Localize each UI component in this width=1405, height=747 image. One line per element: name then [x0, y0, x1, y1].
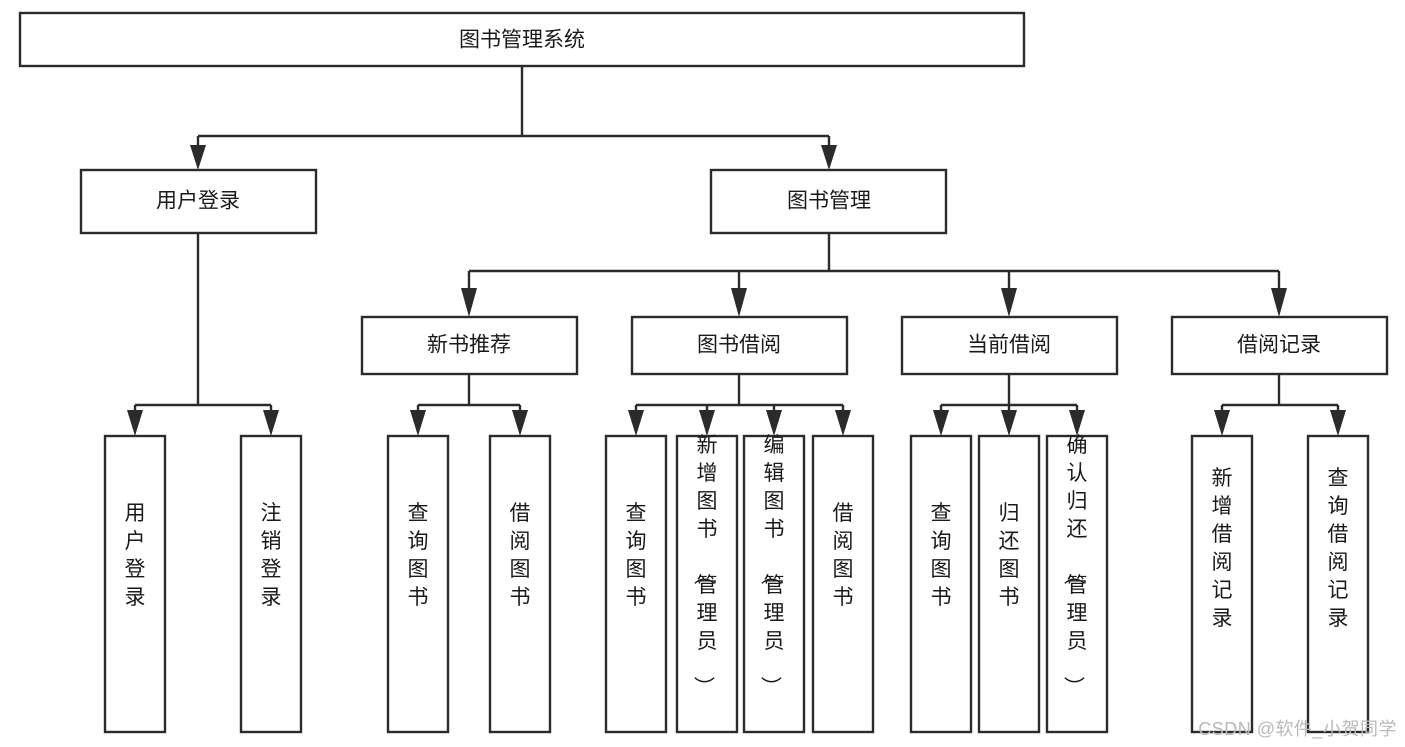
arrow-head-book-borrow: [731, 288, 747, 317]
arrow-head-leaf-logout: [263, 410, 279, 436]
node-leaf-user-login[interactable]: 用户登录: [103, 434, 167, 734]
arrow-head-borrow-record: [1271, 288, 1287, 317]
node-borrow-record[interactable]: 借阅记录: [1170, 315, 1389, 376]
node-leaf-borrow-book-1-box[interactable]: [488, 434, 552, 734]
arrow-head-current-borrow: [1001, 288, 1017, 317]
node-leaf-query-book-3-label: 查询图书: [931, 502, 952, 609]
watermark-text: CSDN @软件_小贺同学: [1198, 719, 1397, 739]
node-borrow-record-box[interactable]: [1170, 315, 1389, 376]
node-leaf-borrow-book-1-label: 借阅图书: [510, 502, 531, 609]
node-leaf-edit-book-label: 编辑图书（管理员）: [759, 434, 785, 697]
node-user-login-label: 用户登录: [156, 190, 240, 213]
node-book-management-box[interactable]: [709, 168, 948, 235]
node-leaf-query-book-2-box[interactable]: [604, 434, 668, 734]
node-current-borrow-box[interactable]: [900, 315, 1119, 376]
node-leaf-query-record-box[interactable]: [1306, 434, 1370, 734]
node-leaf-query-book-2-label: 查询图书: [626, 502, 647, 609]
node-leaf-logout-box[interactable]: [239, 434, 303, 734]
node-leaf-add-record-box[interactable]: [1190, 434, 1254, 734]
arrow-head-leaf-borrow-book-1: [512, 410, 528, 436]
node-leaf-confirm-return-label: 确认归还（管理员）: [1062, 434, 1088, 697]
node-leaf-return-book-box[interactable]: [977, 434, 1041, 734]
node-leaf-query-book-2[interactable]: 查询图书: [604, 434, 668, 734]
arrow-head-leaf-query-book-3: [933, 410, 949, 436]
node-root-label: 图书管理系统: [459, 29, 585, 52]
node-book-borrow[interactable]: 图书借阅: [630, 315, 849, 376]
node-current-borrow[interactable]: 当前借阅: [900, 315, 1119, 376]
node-leaf-confirm-return-box[interactable]: [1045, 434, 1109, 734]
node-leaf-query-book-1-box[interactable]: [386, 434, 450, 734]
node-leaf-logout-label: 注销登录: [261, 502, 282, 609]
node-leaf-query-book-3[interactable]: 查询图书: [909, 434, 973, 734]
node-user-login[interactable]: 用户登录: [79, 168, 318, 235]
arrow-head-leaf-confirm-return: [1069, 410, 1085, 436]
node-book-borrow-label: 图书借阅: [697, 334, 781, 357]
node-leaf-add-book[interactable]: 新增图书（管理员）: [675, 434, 739, 734]
node-leaf-user-login-label: 用户登录: [125, 502, 146, 609]
node-leaf-add-book-label: 新增图书（管理员）: [692, 434, 718, 697]
node-root[interactable]: 图书管理系统: [18, 11, 1026, 68]
node-leaf-return-book[interactable]: 归还图书: [977, 434, 1041, 734]
node-leaf-query-book-1-label: 查询图书: [408, 502, 429, 609]
arrow-head-new-book-recommend: [461, 288, 477, 317]
node-leaf-user-login-box[interactable]: [103, 434, 167, 734]
node-leaf-add-record-label: 新增借阅记录: [1212, 467, 1233, 630]
node-leaf-confirm-return[interactable]: 确认归还（管理员）: [1045, 434, 1109, 734]
arrow-head-user-login: [190, 145, 206, 170]
arrow-head-leaf-query-record: [1330, 410, 1346, 436]
node-new-book-recommend-box[interactable]: [360, 315, 579, 376]
arrow-head-leaf-query-book-2: [628, 410, 644, 436]
arrow-head-leaf-edit-book: [766, 410, 782, 436]
node-root-box[interactable]: [18, 11, 1026, 68]
node-book-management-label: 图书管理: [787, 190, 871, 213]
arrow-head-leaf-return-book: [1001, 410, 1017, 436]
node-leaf-borrow-book-2[interactable]: 借阅图书: [811, 434, 875, 734]
node-leaf-query-book-3-box[interactable]: [909, 434, 973, 734]
node-leaf-edit-book[interactable]: 编辑图书（管理员）: [742, 434, 806, 734]
node-leaf-query-record-label: 查询借阅记录: [1328, 467, 1349, 630]
node-book-borrow-box[interactable]: [630, 315, 849, 376]
arrow-head-leaf-query-book-1: [410, 410, 426, 436]
node-book-management[interactable]: 图书管理: [709, 168, 948, 235]
node-leaf-return-book-label: 归还图书: [999, 502, 1020, 609]
node-leaf-borrow-book-2-box[interactable]: [811, 434, 875, 734]
node-leaf-query-record[interactable]: 查询借阅记录: [1306, 434, 1370, 734]
node-leaf-borrow-book-1[interactable]: 借阅图书: [488, 434, 552, 734]
node-leaf-logout[interactable]: 注销登录: [239, 434, 303, 734]
node-new-book-recommend-label: 新书推荐: [427, 334, 511, 357]
node-leaf-edit-book-box[interactable]: [742, 434, 806, 734]
arrow-head-leaf-add-book: [699, 410, 715, 436]
connector-layer: [127, 66, 1346, 436]
arrow-head-leaf-user-login: [127, 410, 143, 436]
node-borrow-record-label: 借阅记录: [1237, 334, 1321, 357]
node-new-book-recommend[interactable]: 新书推荐: [360, 315, 579, 376]
node-leaf-add-book-box[interactable]: [675, 434, 739, 734]
node-user-login-box[interactable]: [79, 168, 318, 235]
arrow-head-leaf-borrow-book-2: [835, 410, 851, 436]
node-current-borrow-label: 当前借阅: [967, 334, 1051, 357]
arrow-head-book-management: [821, 145, 837, 170]
node-leaf-add-record[interactable]: 新增借阅记录: [1190, 434, 1254, 734]
arrow-head-leaf-add-record: [1214, 410, 1230, 436]
node-leaf-query-book-1[interactable]: 查询图书: [386, 434, 450, 734]
node-leaf-borrow-book-2-label: 借阅图书: [833, 502, 854, 609]
